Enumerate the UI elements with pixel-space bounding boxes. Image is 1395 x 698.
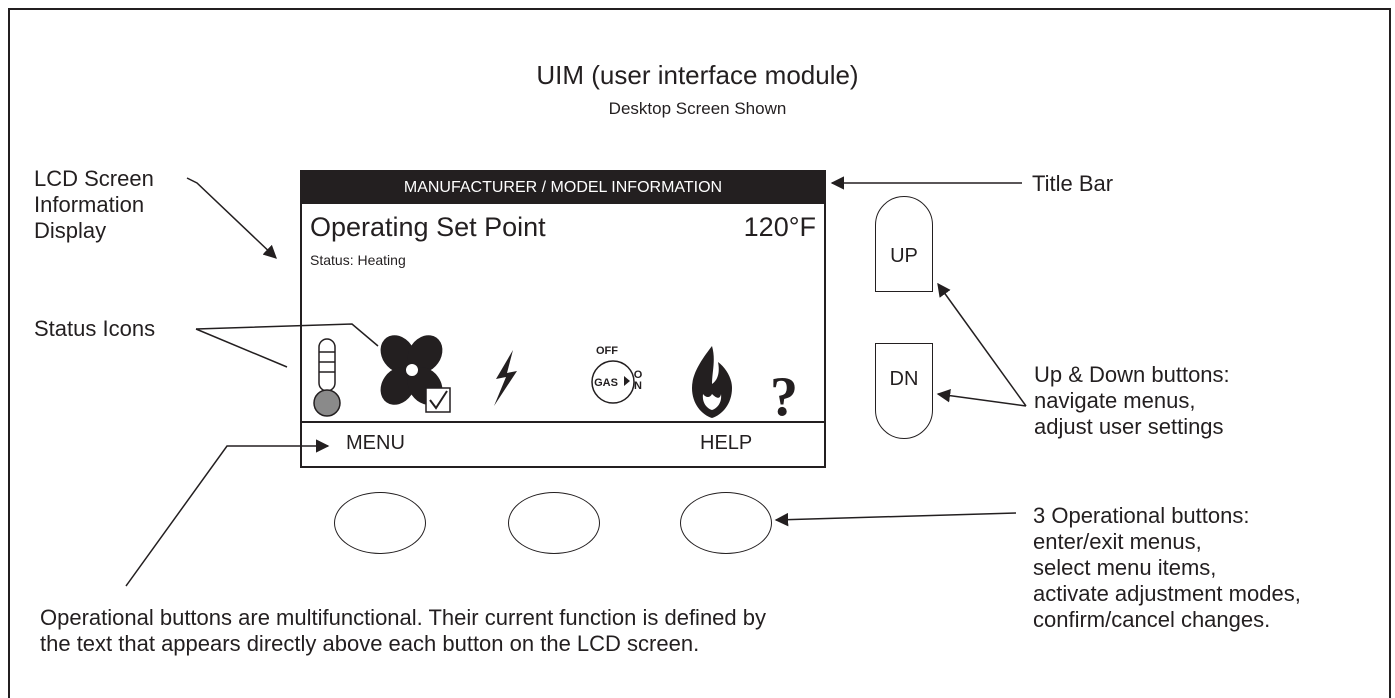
footer-note: Operational buttons are multifunctional.… (40, 605, 766, 657)
up-down-label: Up & Down buttons: navigate menus, adjus… (1034, 362, 1230, 440)
up-down-label-line-3: adjust user settings (1034, 414, 1224, 439)
footer-note-line-2: the text that appears directly above eac… (40, 631, 700, 656)
status-text: Status: Heating (310, 252, 406, 268)
dn-arrow (936, 388, 1027, 407)
softkey-divider (302, 421, 824, 423)
status-icons-line-2 (195, 323, 379, 347)
operational-label-line-3: select menu items, (1033, 555, 1217, 580)
thermometer-icon (313, 338, 341, 417)
checkbox-icon (425, 387, 451, 413)
up-down-label-line-2: navigate menus, (1034, 388, 1196, 413)
status-icons-line-1 (195, 328, 288, 368)
up-button[interactable]: UP (875, 196, 933, 292)
up-arrow (937, 282, 1027, 407)
gas-on-label-o: O (634, 369, 643, 381)
gas-label: GAS (594, 377, 618, 389)
softkey-menu-label: MENU (346, 432, 405, 454)
operational-label-line-4: activate adjustment modes, (1033, 581, 1301, 606)
title-bar-label: Title Bar (1032, 171, 1114, 196)
gas-on-label-n: N (634, 380, 642, 392)
gas-off-label: OFF (596, 345, 618, 357)
gas-valve-icon: OFF GAS O N (591, 345, 643, 404)
operational-label-line-1: 3 Operational buttons: (1033, 503, 1250, 528)
footer-note-line-1: Operational buttons are multifunctional.… (40, 605, 766, 630)
lcd-screen-label-line-1: LCD Screen (34, 166, 154, 191)
operational-button-right[interactable] (680, 492, 772, 554)
setpoint-value: 120°F (743, 212, 816, 242)
operational-button-middle[interactable] (508, 492, 600, 554)
dn-button[interactable]: DN (875, 343, 933, 439)
lcd-screen: MANUFACTURER / MODEL INFORMATION Operati… (300, 170, 826, 468)
diagram-frame (8, 8, 1391, 698)
question-icon: ? (770, 366, 798, 422)
up-down-label-line-1: Up & Down buttons: (1034, 362, 1230, 387)
lcd-screen-label: LCD Screen Information Display (34, 166, 154, 244)
diagram-title: UIM (user interface module) (536, 60, 859, 90)
softkey-help-label: HELP (700, 432, 753, 454)
status-icon-row: OFF GAS O N ? (313, 335, 798, 422)
status-icons-label: Status Icons (34, 316, 156, 341)
operational-label: 3 Operational buttons: enter/exit menus,… (1033, 503, 1301, 633)
lcd-title-bar: MANUFACTURER / MODEL INFORMATION (302, 172, 824, 204)
flame-inner-icon (702, 394, 722, 410)
operational-label-line-5: confirm/cancel changes. (1033, 607, 1271, 632)
setpoint-label: Operating Set Point (310, 212, 546, 242)
menu-arrow (125, 439, 330, 587)
diagram-subtitle: Desktop Screen Shown (608, 99, 787, 118)
operational-arrow (774, 512, 1017, 527)
lcd-screen-label-line-2: Information (34, 192, 145, 217)
operational-button-left[interactable] (334, 492, 426, 554)
flame-icon (692, 346, 732, 418)
lcd-screen-arrow (186, 177, 277, 259)
lcd-screen-label-line-3: Display (34, 218, 107, 243)
operational-label-line-2: enter/exit menus, (1033, 529, 1202, 554)
